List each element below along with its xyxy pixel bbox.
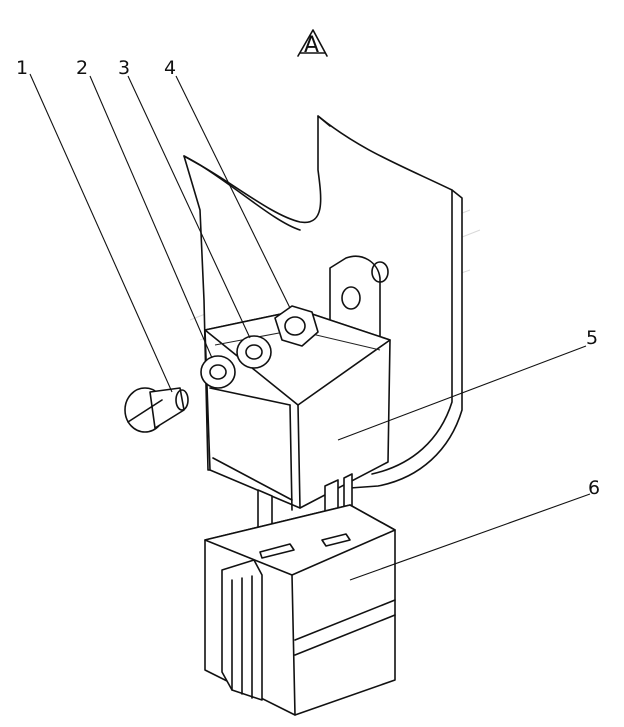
flat-washer: [200, 355, 236, 389]
relay-socket: [204, 504, 396, 716]
callout-3: 3: [118, 57, 130, 79]
callout-6: 6: [588, 477, 600, 499]
lock-washer: [236, 335, 272, 369]
hex-nut: [274, 305, 319, 347]
view-label: A: [304, 33, 319, 58]
callout-2: 2: [76, 57, 88, 79]
callout-1: 1: [16, 57, 28, 79]
leader-lines: [29, 73, 591, 581]
view-indicator: [297, 29, 328, 57]
callout-4: 4: [164, 57, 176, 79]
callout-5: 5: [586, 327, 598, 349]
bolt: [124, 387, 189, 433]
